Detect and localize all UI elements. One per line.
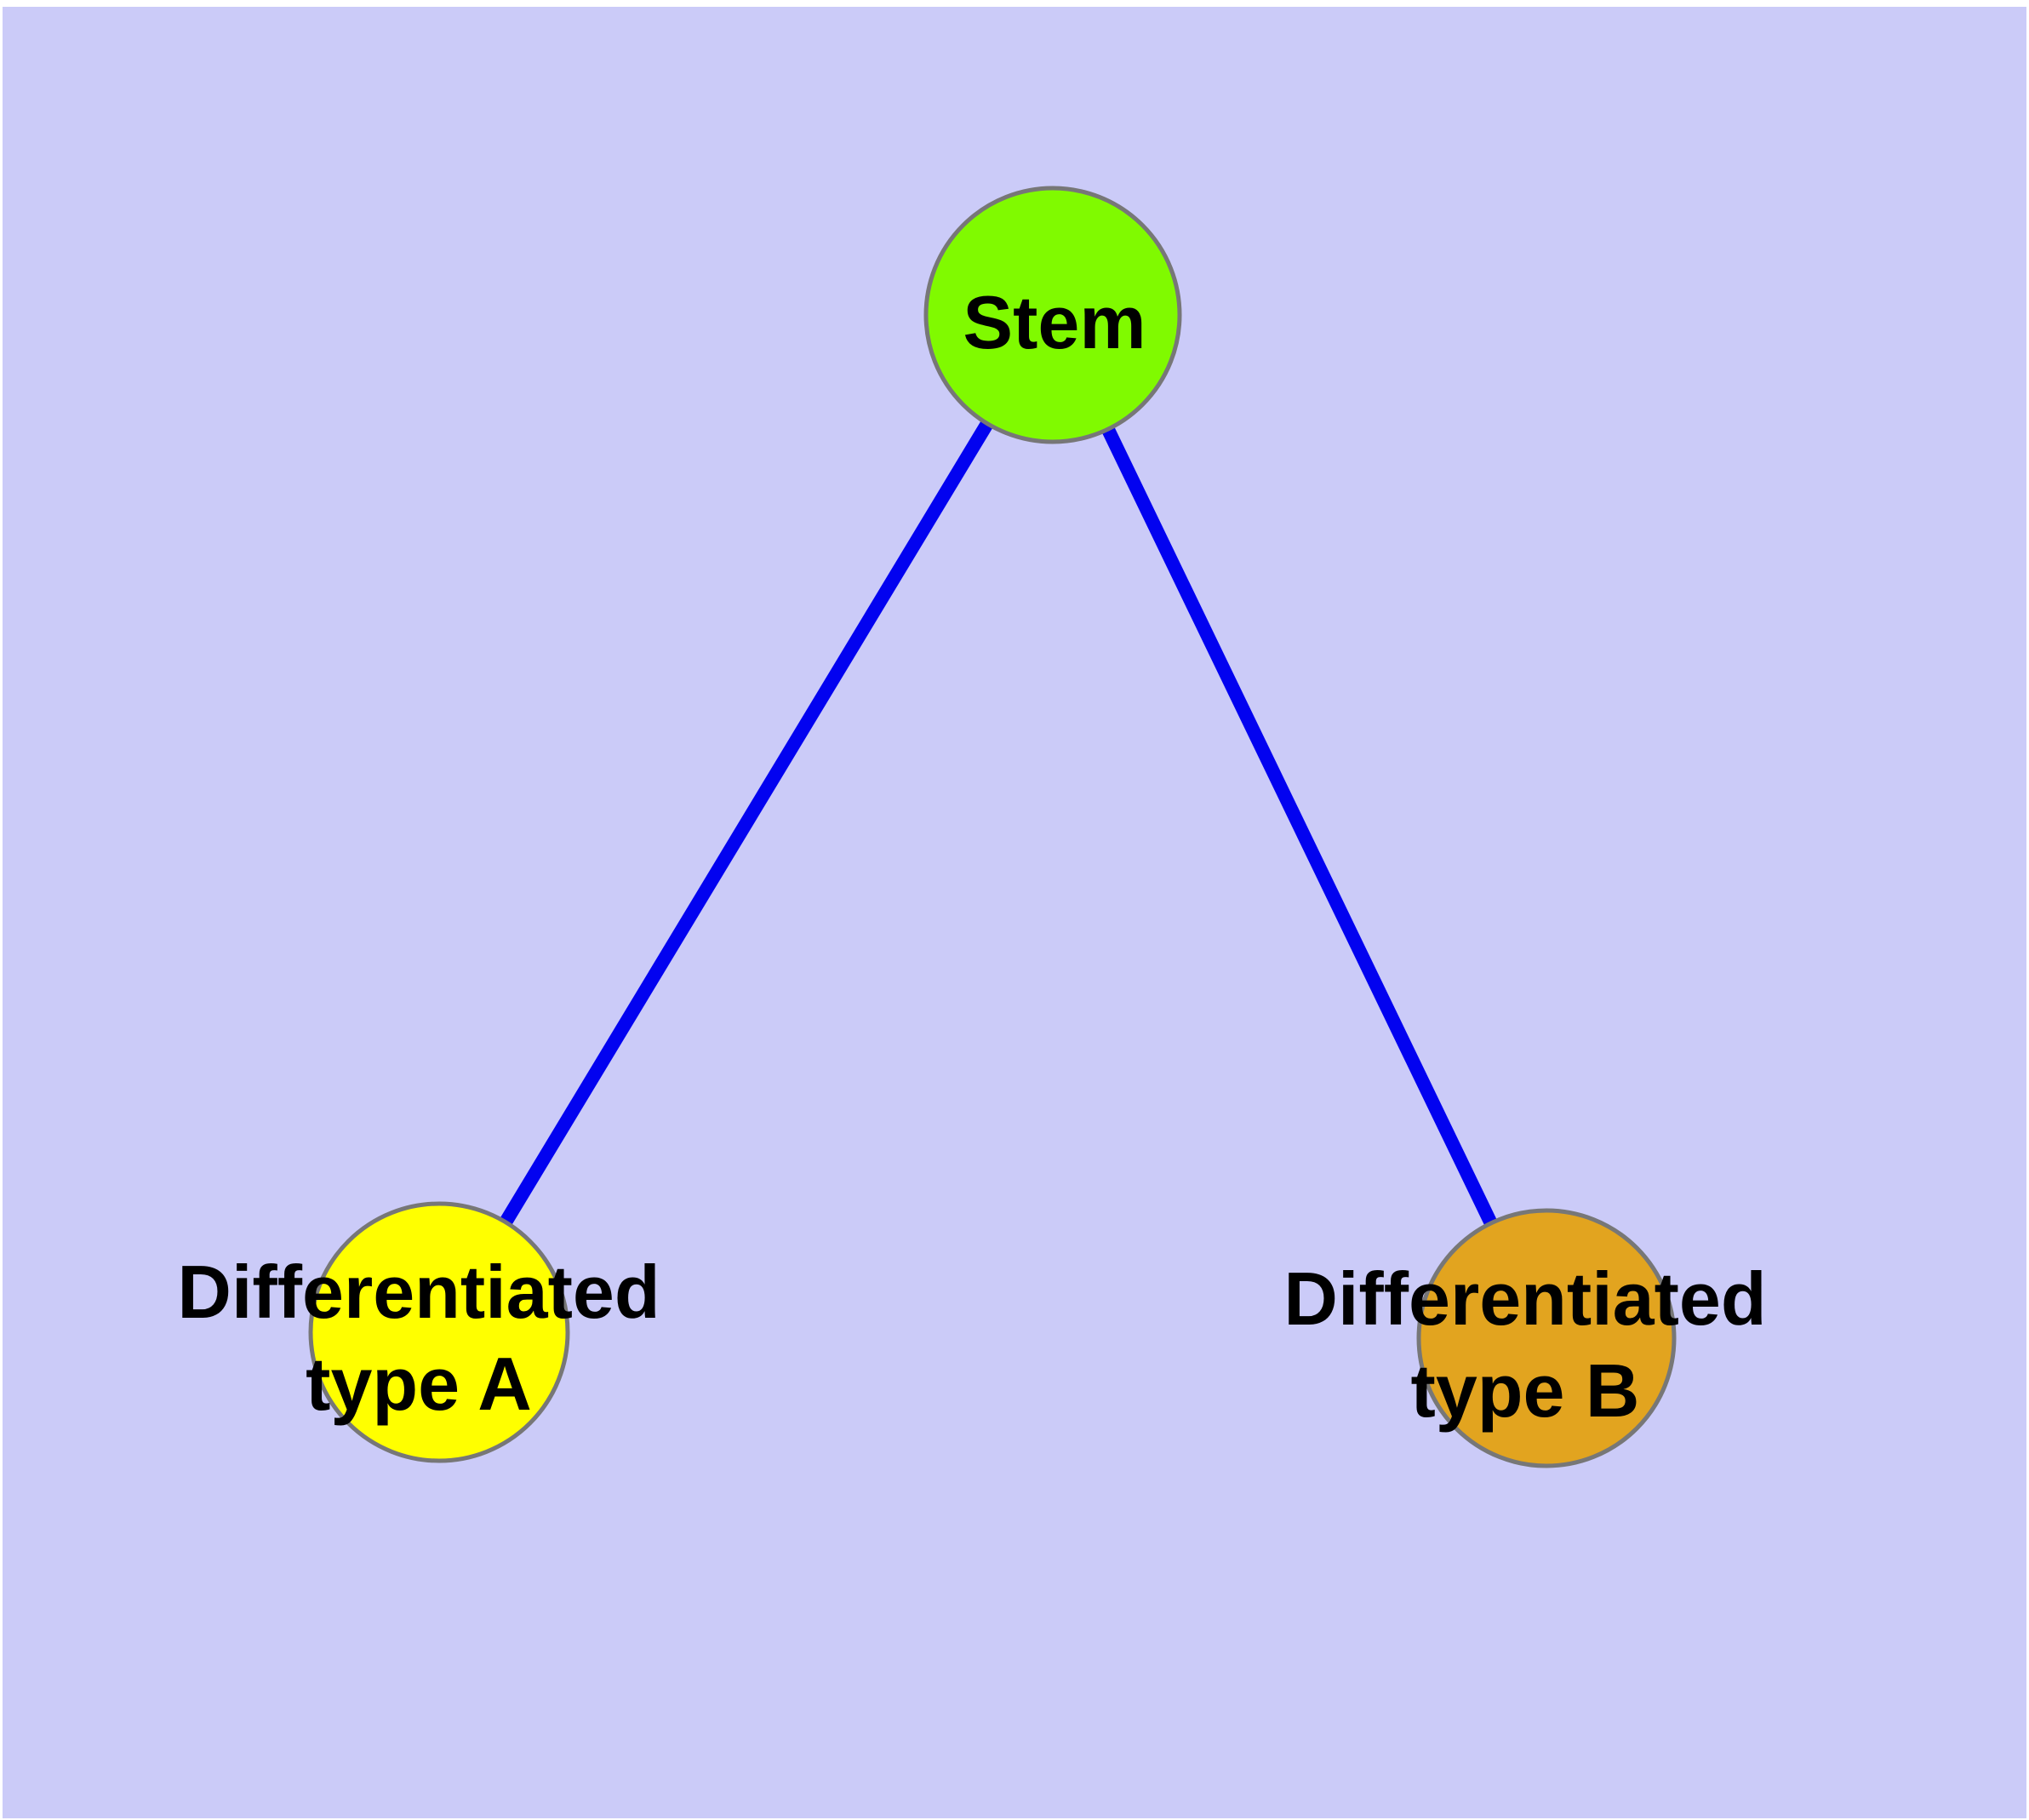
node-type-b-label-line1: Differentiated (1283, 1256, 1767, 1341)
node-type-a-circle (308, 1201, 570, 1463)
node-type-a-label: Differentiated type A (177, 1246, 660, 1430)
node-type-b-circle (1416, 1208, 1677, 1468)
edge-stem-to-type-b-line (1046, 312, 1553, 1342)
node-stem-label: Stem (963, 280, 1146, 364)
node-type-a-label-line1: Differentiated (177, 1250, 660, 1334)
node-type-b-label: Differentiated type B (1283, 1253, 1766, 1437)
node-type-b-label-line2: type B (1410, 1348, 1640, 1433)
node-type-a-label-line2: type A (306, 1342, 532, 1426)
edge-stem-to-type-a-line (433, 311, 1059, 1336)
node-stem-circle (923, 186, 1182, 444)
